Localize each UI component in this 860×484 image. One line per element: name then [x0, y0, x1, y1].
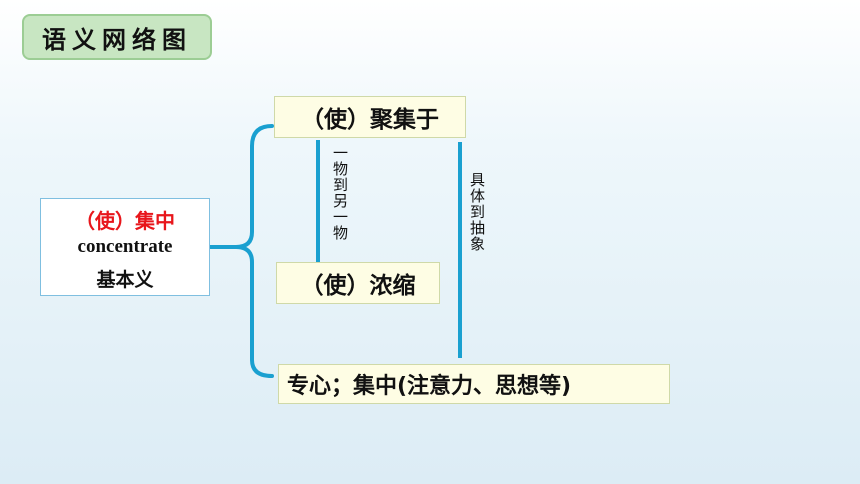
- root-tag: 基本义: [96, 269, 154, 291]
- root-node: （使）集中 concentrate 基本义: [40, 198, 210, 296]
- brace: [235, 124, 274, 378]
- sense-node-1: （使）聚集于: [274, 96, 466, 138]
- progression-label-1: 一物到另一物: [331, 145, 349, 241]
- sense-node-3: 专心；集中(注意力、思想等): [278, 364, 670, 404]
- root-word: concentrate: [77, 236, 173, 257]
- sense-node-2: （使）浓缩: [276, 262, 440, 304]
- progression-label-2: 具体到抽象: [468, 172, 486, 252]
- root-meaning: （使）集中: [75, 209, 175, 233]
- diagram-title: 语义网络图: [22, 14, 212, 60]
